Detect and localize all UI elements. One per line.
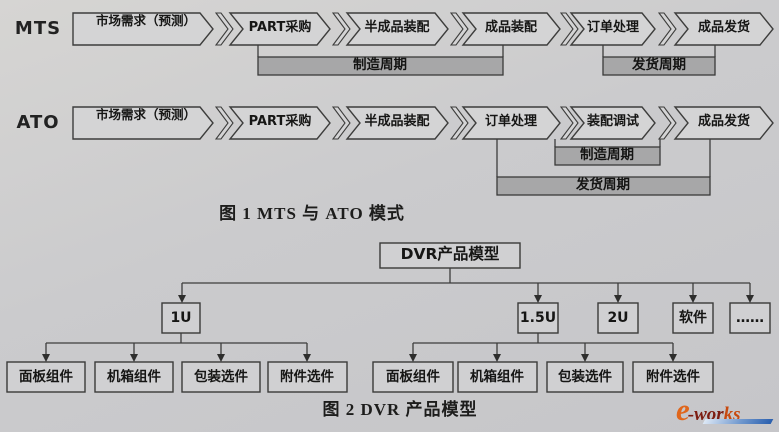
tree-leaf-packing-left: 包装选件	[194, 369, 248, 385]
tree-node-2u-box	[597, 302, 639, 334]
eworks-logo-e: e	[676, 392, 690, 427]
mts-stage-market-demand: 市场需求（预测）	[96, 13, 197, 28]
ato-stage-order-process: 订单处理	[484, 114, 537, 129]
tree-leaf-box	[372, 361, 454, 393]
tree-root-box	[379, 242, 521, 269]
tree-connectors	[6, 242, 771, 393]
ato-cycle-bars	[496, 139, 711, 196]
tree-node-1-5u-box	[517, 302, 559, 334]
ato-stage-assembly-debug: 装配调试	[586, 114, 639, 129]
tree-leaf-box	[94, 361, 174, 393]
tree-node-1u: 1U	[170, 310, 192, 326]
tree-leaf-chassis-left: 机箱组件	[107, 369, 161, 385]
tree-leaf-chassis-right: 机箱组件	[470, 369, 524, 385]
mts-manufacture-cycle-label: 制造周期	[353, 57, 407, 73]
tree-leaf-box	[457, 361, 538, 393]
tree-leaf-box	[546, 361, 624, 393]
tree-leaf-box	[632, 361, 714, 393]
tree-node-1-5u: 1.5U	[519, 310, 557, 326]
ato-manufacture-cycle-label: 制造周期	[580, 147, 634, 163]
ato-stage-ship-goods: 成品发货	[697, 114, 750, 129]
row-label-ato: ATO	[16, 112, 60, 133]
mts-stage-order-process: 订单处理	[586, 20, 639, 35]
tree-root-label: DVR产品模型	[400, 245, 500, 263]
mts-stage-final-assembly: 成品装配	[484, 20, 537, 35]
eworks-watermark: e-works	[676, 392, 778, 430]
figure1-caption: 图 1 MTS 与 ATO 模式	[219, 204, 405, 223]
mts-cycle-bars	[257, 45, 716, 76]
tree-node-1u-box	[161, 302, 201, 334]
tree-node-more-box	[729, 302, 771, 334]
ato-stage-market-demand: 市场需求（预测）	[96, 107, 197, 122]
mts-process-chevrons	[72, 12, 774, 46]
mts-stage-semi-assembly: 半成品装配	[364, 20, 430, 35]
tree-leaf-panel-left: 面板组件	[19, 369, 73, 385]
figure2-caption: 图 2 DVR 产品模型	[322, 400, 478, 419]
tree-leaf-packing-right: 包装选件	[558, 369, 612, 385]
tree-node-software: 软件	[679, 310, 707, 326]
tree-node-software-box	[672, 302, 714, 334]
eworks-logo-underline	[702, 419, 774, 424]
ato-stage-part-purchase: PART采购	[248, 114, 312, 129]
ato-delivery-cycle-label: 发货周期	[576, 177, 630, 193]
tree-node-more: ……	[736, 310, 764, 326]
mts-stage-ship-goods: 成品发货	[697, 20, 750, 35]
mts-stage-part-purchase: PART采购	[248, 20, 312, 35]
row-label-mts: MTS	[14, 18, 62, 39]
tree-leaf-panel-right: 面板组件	[386, 369, 440, 385]
tree-leaf-box	[6, 361, 86, 393]
tree-leaf-box	[181, 361, 261, 393]
tree-node-2u: 2U	[607, 310, 629, 326]
tree-leaf-box	[267, 361, 348, 393]
ato-stage-semi-assembly: 半成品装配	[364, 114, 430, 129]
tree-leaf-accessory-right: 附件选件	[646, 369, 700, 385]
mts-delivery-cycle-label: 发货周期	[632, 57, 686, 73]
ato-process-chevrons	[72, 106, 774, 140]
tree-leaf-accessory-left: 附件选件	[280, 369, 334, 385]
